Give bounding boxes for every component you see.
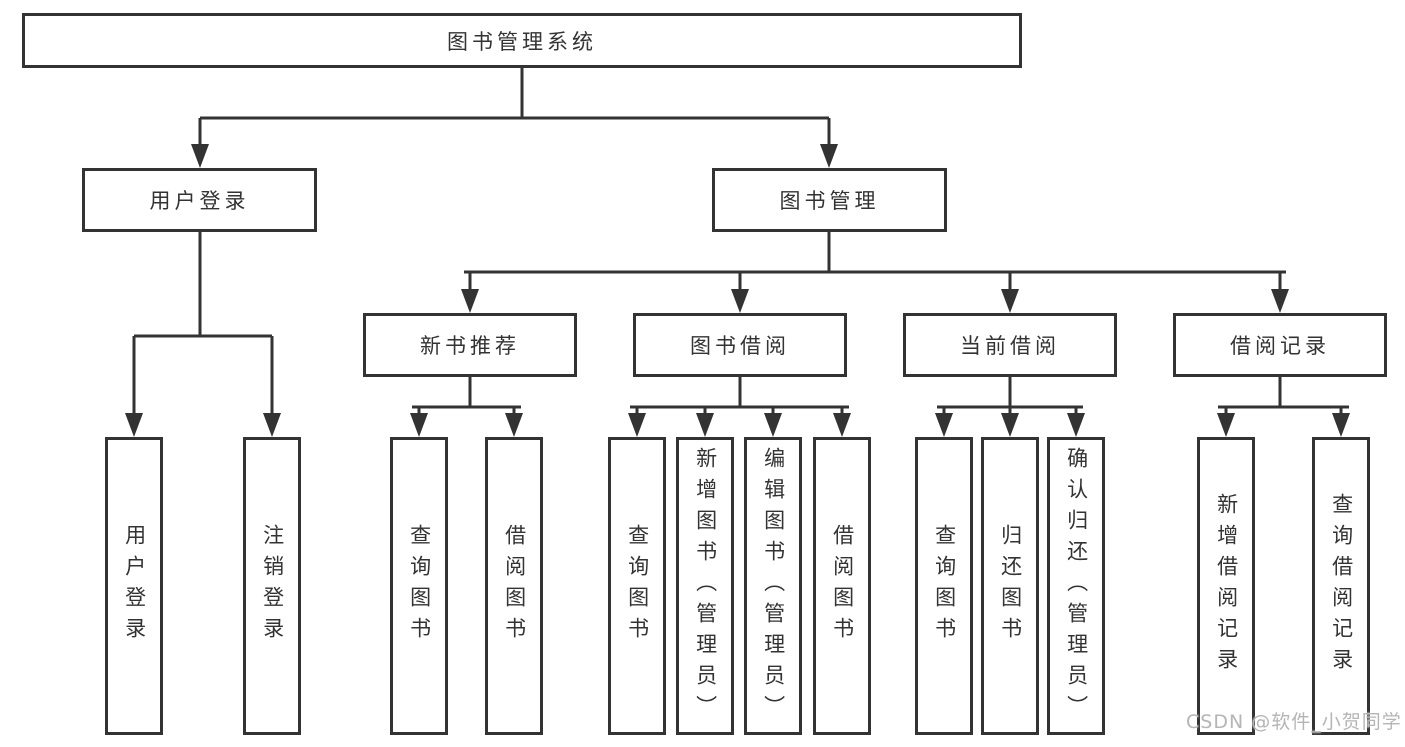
- leaf-br-add-record-label: 新增借阅记录: [1214, 493, 1239, 679]
- leaf-nb-query-books-label: 查询图书: [407, 524, 432, 648]
- leaf-logout-label: 注销登录: [260, 524, 285, 648]
- node-new-book-recommend: 新书推荐: [363, 313, 577, 377]
- leaf-logout: 注销登录: [243, 437, 301, 735]
- node-new-book-recommend-label: 新书推荐: [420, 334, 520, 358]
- leaf-bb-add-books-admin: 新增图书（管理员）: [676, 437, 734, 735]
- node-system-root: 图书管理系统: [22, 13, 1022, 68]
- node-user-login: 用户登录: [82, 168, 317, 232]
- leaf-user-login: 用户登录: [105, 437, 163, 735]
- leaf-nb-borrow-books-label: 借阅图书: [502, 524, 527, 648]
- leaf-nb-query-books: 查询图书: [390, 437, 448, 735]
- connector-book-management-children: [461, 232, 1289, 313]
- leaf-cb-confirm-return-admin: 确认归还（管理员）: [1047, 437, 1105, 735]
- leaf-br-add-record: 新增借阅记录: [1197, 437, 1255, 735]
- leaf-cb-confirm-return-admin-label: 确认归还（管理员）: [1064, 446, 1089, 726]
- node-borrow-records-label: 借阅记录: [1230, 334, 1330, 358]
- node-borrow-records: 借阅记录: [1173, 313, 1387, 377]
- leaf-bb-edit-books-admin-label: 编辑图书（管理员）: [761, 446, 786, 726]
- csdn-watermark: CSDN @软件_小贺同学: [1186, 711, 1402, 733]
- node-system-root-label: 图书管理系统: [447, 29, 597, 54]
- leaf-nb-borrow-books: 借阅图书: [485, 437, 543, 735]
- node-book-management: 图书管理: [712, 168, 947, 232]
- node-book-management-label: 图书管理: [779, 189, 880, 213]
- node-book-borrow-label: 图书借阅: [690, 334, 790, 358]
- leaf-bb-add-books-admin-label: 新增图书（管理员）: [693, 446, 718, 726]
- leaf-bb-query-books-label: 查询图书: [625, 524, 650, 648]
- leaf-bb-borrow-books-label: 借阅图书: [830, 524, 855, 648]
- connector-root-to-level2: [191, 68, 838, 168]
- node-current-borrow: 当前借阅: [903, 313, 1117, 377]
- connector-user-login-children: [125, 232, 281, 437]
- node-book-borrow: 图书借阅: [633, 313, 847, 377]
- leaf-cb-query-books-label: 查询图书: [932, 524, 957, 648]
- connector-new-book-recommend-children: [410, 377, 523, 437]
- leaf-cb-query-books: 查询图书: [915, 437, 973, 735]
- connector-current-borrow-children: [935, 377, 1085, 437]
- connector-book-borrow-children: [628, 377, 851, 437]
- leaf-bb-query-books: 查询图书: [608, 437, 666, 735]
- node-user-login-label: 用户登录: [149, 189, 250, 213]
- leaf-br-query-record-label: 查询借阅记录: [1329, 493, 1354, 679]
- leaf-user-login-label: 用户登录: [122, 524, 147, 648]
- leaf-cb-return-books-label: 归还图书: [998, 524, 1023, 648]
- leaf-bb-borrow-books: 借阅图书: [813, 437, 871, 735]
- connector-borrow-records-children: [1217, 377, 1350, 437]
- leaf-bb-edit-books-admin: 编辑图书（管理员）: [744, 437, 802, 735]
- leaf-br-query-record: 查询借阅记录: [1312, 437, 1370, 735]
- node-current-borrow-label: 当前借阅: [960, 334, 1060, 358]
- leaf-cb-return-books: 归还图书: [981, 437, 1039, 735]
